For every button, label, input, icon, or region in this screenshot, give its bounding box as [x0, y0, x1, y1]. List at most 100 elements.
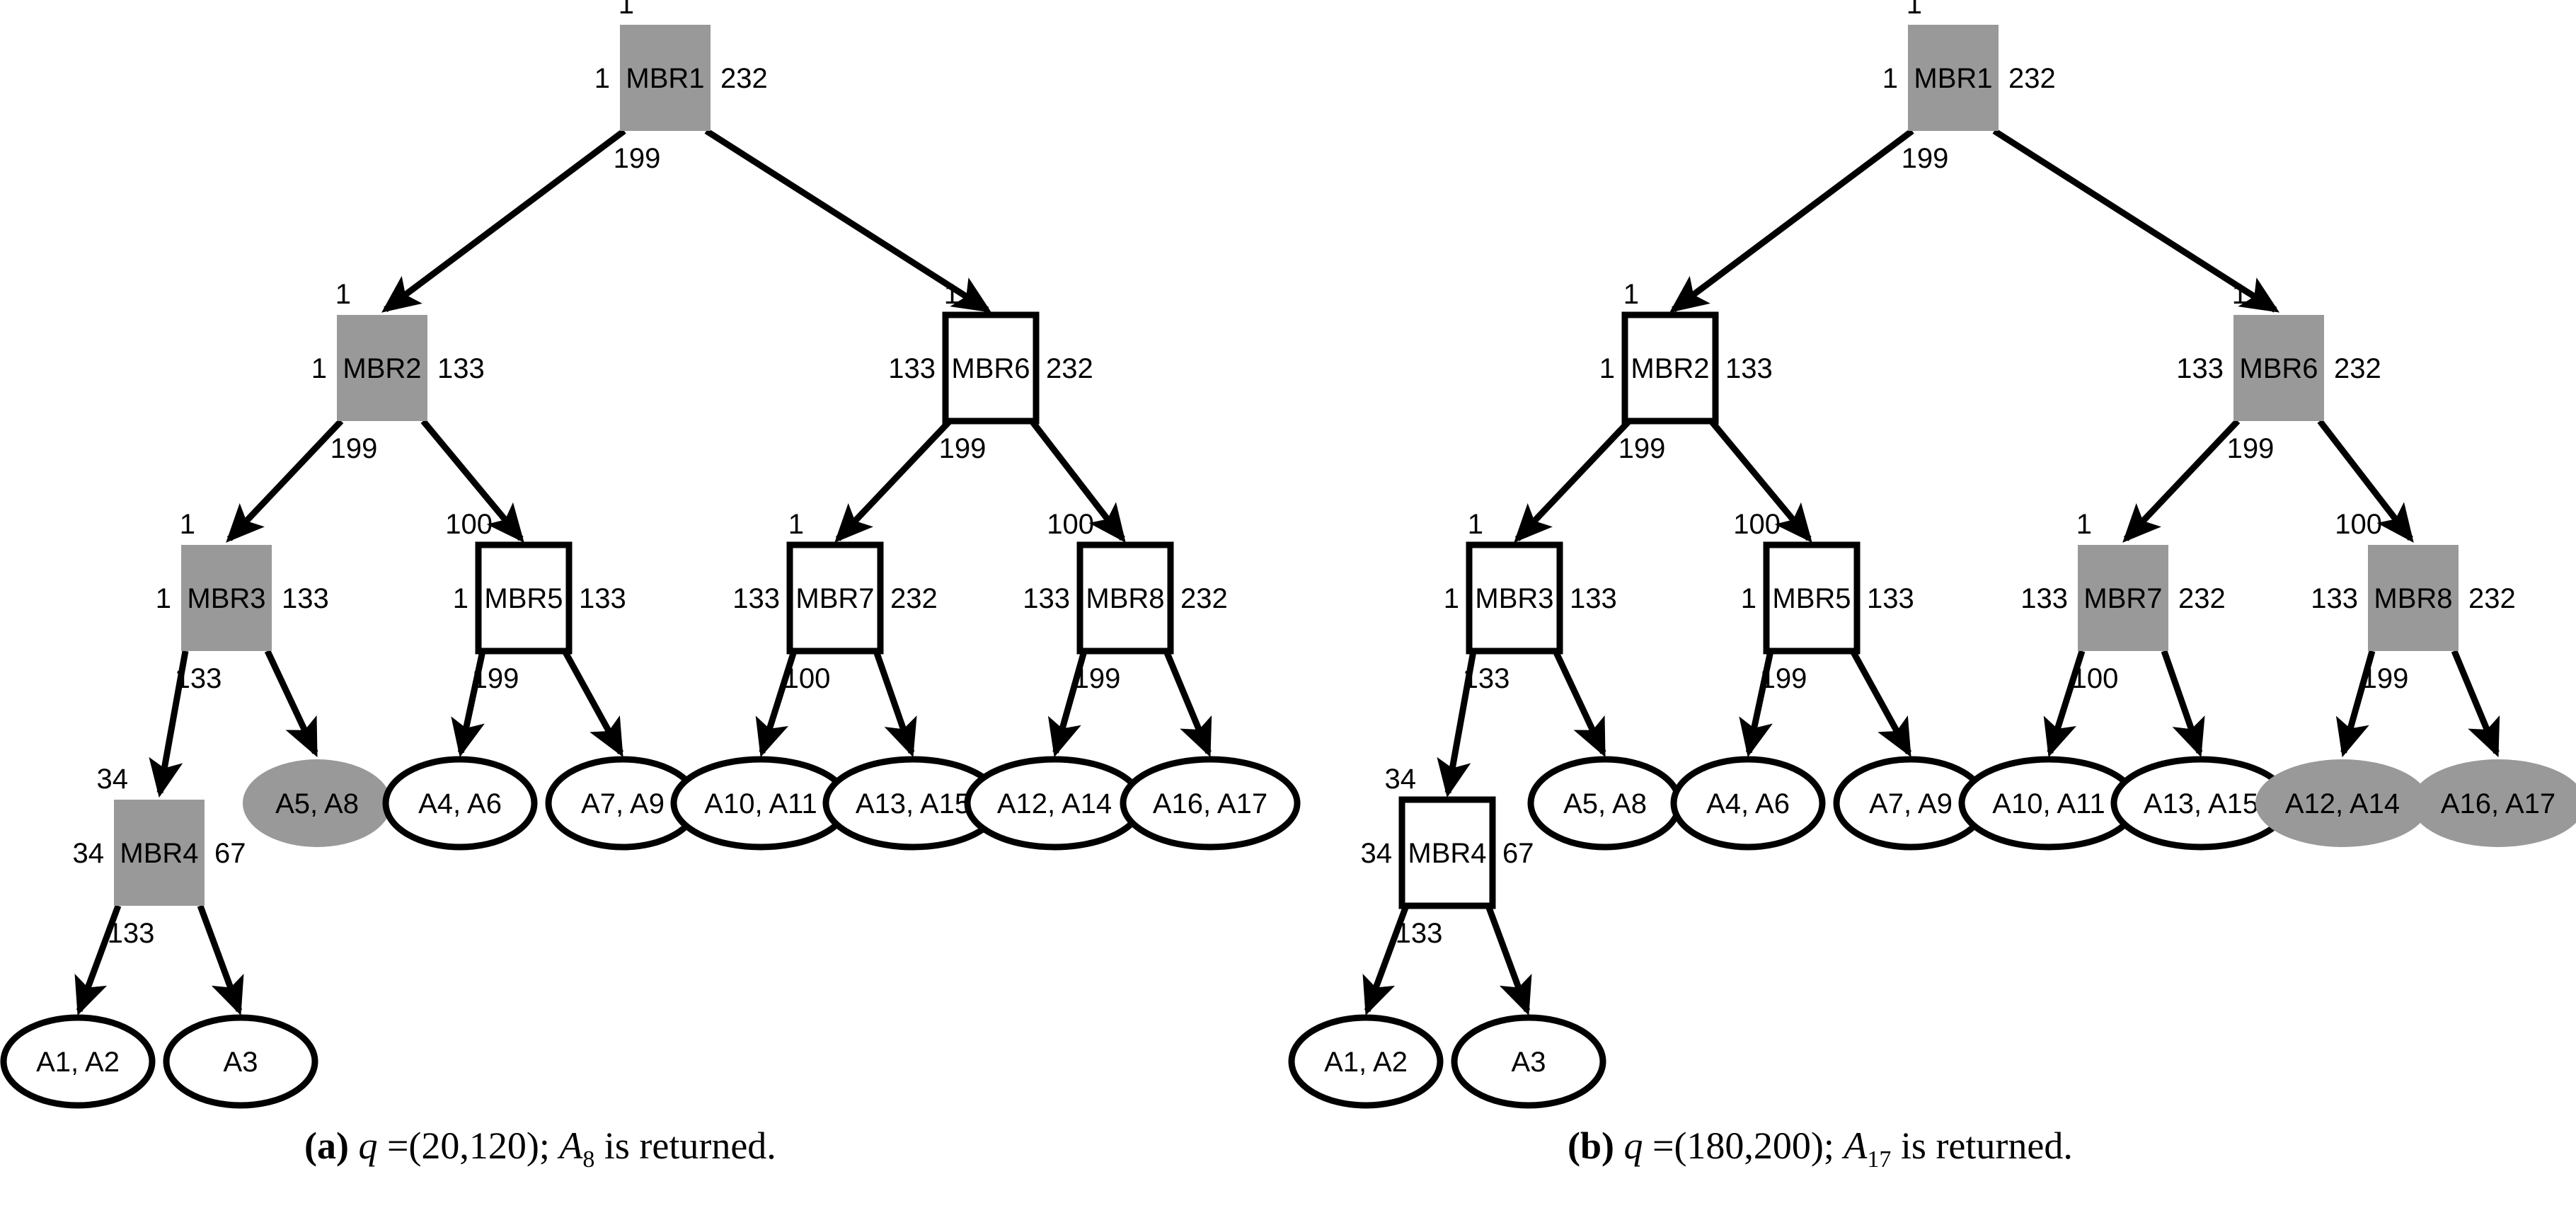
- node-bound-left: 1: [594, 63, 610, 94]
- node-label: MBR8: [2374, 583, 2452, 614]
- node-shape-ellipse: [1670, 756, 1826, 851]
- node-leaf_a10a11-panel-b[interactable]: A10, A11: [1958, 756, 2139, 851]
- node-bound-right: 133: [437, 353, 485, 384]
- node-shape-rect: [2368, 545, 2459, 651]
- node-leaf_a16a17-panel-b[interactable]: A16, A17: [2411, 759, 2576, 847]
- edge-mbr5-to-leaf_a4a6: [1739, 650, 1774, 758]
- node-label: A12, A14: [997, 788, 1112, 819]
- node-leaf_a4a6-panel-a[interactable]: A4, A6: [382, 756, 538, 851]
- caption-b-tail: is returned.: [1900, 1124, 2073, 1167]
- node-bound-left: 133: [732, 583, 780, 614]
- node-leaf_a5a8-panel-b[interactable]: A5, A8: [1527, 756, 1683, 851]
- node-label: MBR3: [1475, 583, 1553, 614]
- node-bound-bottom: 199: [614, 143, 661, 174]
- node-leaf_a12a14-panel-a[interactable]: A12, A14: [964, 756, 1145, 851]
- node-shape-rect: [337, 315, 427, 421]
- node-label: A10, A11: [704, 788, 817, 819]
- node-label: A4, A6: [1706, 788, 1790, 819]
- node-bound-top: 100: [445, 509, 493, 540]
- node-bound-right: 133: [579, 583, 626, 614]
- node-shape-ellipse: [0, 1014, 156, 1109]
- node-shape-rect: [2233, 315, 2324, 421]
- node-shape-ellipse: [1288, 1014, 1444, 1109]
- node-bound-right: 232: [2178, 583, 2226, 614]
- node-bound-right: 133: [1867, 583, 1914, 614]
- node-bound-right: 67: [214, 838, 246, 869]
- node-shape-rect: [1908, 25, 1999, 131]
- node-bound-left: 34: [73, 838, 105, 869]
- node-bound-top: 100: [2335, 509, 2382, 540]
- node-label: A7, A9: [1869, 788, 1953, 819]
- caption-panel-a: (a) q =(20,120); A8 is returned.: [304, 1124, 776, 1173]
- node-label: A3: [224, 1047, 258, 1078]
- node-leaf_a13a15-panel-a[interactable]: A13, A15: [822, 756, 1004, 851]
- node-shape-rect: [2078, 545, 2168, 651]
- edge-mbr8-to-leaf_a16a17: [2451, 650, 2500, 758]
- node-bound-bottom: 199: [939, 433, 987, 464]
- node-label: MBR4: [1408, 838, 1486, 869]
- node-label: A5, A8: [1563, 788, 1647, 819]
- node-bound-left: 1: [156, 583, 171, 614]
- node-leaf_a12a14-panel-b[interactable]: A12, A14: [2255, 759, 2430, 847]
- node-bound-right: 67: [1502, 838, 1534, 869]
- edge-mbr8-to-leaf_a12a14: [2335, 650, 2376, 758]
- node-leaf_a16a17-panel-a[interactable]: A16, A17: [1120, 756, 1301, 851]
- node-bound-top: 1: [335, 279, 351, 310]
- node-leaf_a3-panel-b[interactable]: A3: [1451, 1014, 1606, 1109]
- node-bound-bottom: 133: [1463, 663, 1510, 694]
- caption-a-query-value: =(20,120);: [386, 1124, 550, 1167]
- node-bound-bottom: 133: [175, 663, 222, 694]
- node-bound-right: 232: [2334, 353, 2381, 384]
- node-bound-top: 34: [97, 764, 129, 795]
- edge-mbr2-to-mbr5: [1708, 419, 1812, 543]
- node-leaf_a1a2-panel-a[interactable]: A1, A2: [0, 1014, 156, 1109]
- node-leaf_a1a2-panel-b[interactable]: A1, A2: [1288, 1014, 1444, 1109]
- node-leaf_a4a6-panel-b[interactable]: A4, A6: [1670, 756, 1826, 851]
- node-bound-left: 133: [2176, 353, 2224, 384]
- node-label: A1, A2: [1324, 1047, 1408, 1078]
- node-bound-top: 1: [2232, 279, 2248, 310]
- edge-mbr7-to-leaf_a13a15: [873, 650, 917, 758]
- node-leaf_a5a8-panel-a[interactable]: A5, A8: [243, 759, 391, 847]
- node-leaf_a3-panel-a[interactable]: A3: [163, 1014, 318, 1109]
- node-bound-top: 1: [1907, 0, 1922, 20]
- node-bound-top: 1: [619, 0, 634, 20]
- edge-mbr1-to-mbr6: [1992, 128, 2280, 313]
- edge-mbr4-to-leaf_a3: [1485, 904, 1532, 1016]
- caption-b-query-var: q: [1623, 1124, 1643, 1167]
- node-shape-rect: [181, 545, 272, 651]
- node-shape-rect: [1398, 796, 1496, 909]
- node-shape-rect: [475, 541, 573, 655]
- node-label: A10, A11: [1992, 788, 2105, 819]
- node-leaf_a7a9-panel-b[interactable]: A7, A9: [1833, 756, 1989, 851]
- node-bound-left: 1: [1599, 353, 1615, 384]
- node-bound-right: 133: [1725, 353, 1773, 384]
- edge-mbr6-to-mbr8: [2317, 419, 2414, 543]
- node-label: A13, A15: [2144, 788, 2258, 819]
- edge-mbr8-to-leaf_a16a17: [1163, 650, 1212, 758]
- edge-mbr7-to-leaf_a10a11: [755, 650, 798, 758]
- node-bound-top: 1: [1623, 279, 1639, 310]
- node-leaf_a10a11-panel-a[interactable]: A10, A11: [670, 756, 851, 851]
- node-leaf_a13a15-panel-b[interactable]: A13, A15: [2110, 756, 2292, 851]
- node-bound-top: 1: [944, 279, 960, 310]
- edge-mbr8-to-leaf_a12a14: [1047, 650, 1088, 758]
- edge-mbr4-to-leaf_a1a2: [74, 904, 122, 1016]
- node-bound-bottom: 199: [1618, 433, 1666, 464]
